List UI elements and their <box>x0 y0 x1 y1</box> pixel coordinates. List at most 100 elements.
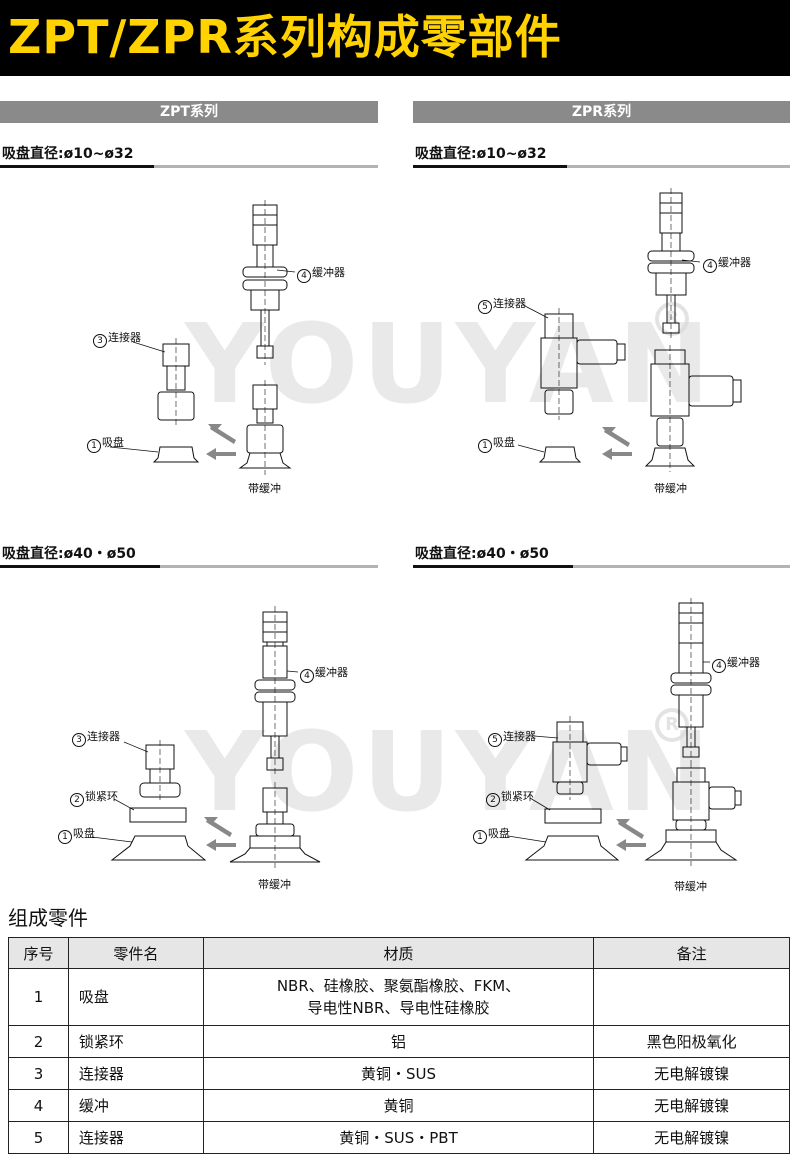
zpt-small-connector <box>157 338 195 425</box>
zpr-large-buffer <box>670 598 712 762</box>
part-number-badge: 4 <box>297 269 311 283</box>
zpt-large-pad <box>110 835 207 861</box>
table-row: 3 连接器 黄铜・SUS 无电解镀镍 <box>8 1057 790 1090</box>
header-number: 序号 <box>8 937 69 969</box>
zpt-large-arrows <box>204 817 236 851</box>
zpt-small-pad <box>152 446 200 463</box>
part-number-badge: 3 <box>93 334 107 348</box>
assembly-drawings <box>91 188 742 868</box>
cell-number: 3 <box>8 1057 69 1090</box>
part-number-badge: 1 <box>87 439 101 453</box>
cell-part-name: 锁紧环 <box>67 1025 204 1058</box>
cell-material: 黄铜・SUS <box>202 1057 595 1090</box>
cell-note: 无电解镀镍 <box>593 1121 790 1154</box>
series-bar-zpt: ZPT系列 <box>0 101 378 123</box>
zpr-small-assembled <box>644 345 742 472</box>
watermark-registered-mark: R <box>655 708 689 742</box>
caption-with-buffer: 带缓冲 <box>258 878 291 891</box>
zpr-small-arrows <box>602 427 632 460</box>
part-number-badge: 5 <box>488 733 502 747</box>
zpr-large-connector <box>552 716 628 800</box>
zpr-large-assembled <box>644 762 742 866</box>
table-row: 4 缓冲 黄铜 无电解镀镍 <box>8 1089 790 1122</box>
cell-number: 2 <box>8 1025 69 1058</box>
cell-material: NBR、硅橡胶、聚氨酯橡胶、FKM、导电性NBR、导电性硅橡胶 <box>202 968 595 1026</box>
zpt-large-buffer <box>254 606 296 776</box>
caption-with-buffer: 带缓冲 <box>654 482 687 495</box>
zpr-large-arrows <box>616 819 646 851</box>
part-number-badge: 5 <box>478 300 492 314</box>
cell-part-name: 连接器 <box>67 1121 204 1154</box>
part-number-badge: 4 <box>712 659 726 673</box>
caption-with-buffer: 带缓冲 <box>248 482 281 495</box>
cell-material: 铝 <box>202 1025 595 1058</box>
table-row: 2 锁紧环 铝 黑色阳极氧化 <box>8 1025 790 1058</box>
part-number-badge: 2 <box>70 793 84 807</box>
subtitle-zpr-large: 吸盘直径:ø40・ø50 <box>415 546 549 562</box>
zpt-small-buffer <box>242 200 288 365</box>
zpr-large-lock-ring <box>544 808 602 824</box>
zpt-large-leaders <box>91 670 299 843</box>
table-header-row: 序号 零件名 材质 备注 <box>8 937 790 969</box>
subtitle-zpr-small: 吸盘直径:ø10~ø32 <box>415 146 547 162</box>
cell-number: 1 <box>8 968 69 1026</box>
zpt-large-lock-ring <box>129 807 187 823</box>
cell-material: 黄铜・SUS・PBT <box>202 1121 595 1154</box>
parts-table: 序号 零件名 材质 备注 1 吸盘 NBR、硅橡胶、聚氨酯橡胶、FKM、导电性N… <box>8 937 790 1154</box>
zpt-large-assembled <box>229 782 321 868</box>
zpr-small-buffer <box>647 188 695 338</box>
header-material: 材质 <box>202 937 595 969</box>
cell-note: 无电解镀镍 <box>593 1057 790 1090</box>
zpr-small-pad <box>538 446 582 463</box>
cell-note: 黑色阳极氧化 <box>593 1025 790 1058</box>
divider <box>0 165 378 168</box>
cell-note <box>593 968 790 1026</box>
part-number-badge: 1 <box>58 830 72 844</box>
cell-number: 4 <box>8 1089 69 1122</box>
cell-number: 5 <box>8 1121 69 1154</box>
header-note: 备注 <box>593 937 790 969</box>
table-row: 5 连接器 黄铜・SUS・PBT 无电解镀镍 <box>8 1121 790 1154</box>
cell-material: 黄铜 <box>202 1089 595 1122</box>
caption-with-buffer: 带缓冲 <box>674 880 707 893</box>
header-banner: ZPT/ZPR系列构成零部件 <box>0 0 790 76</box>
zpr-small-connector <box>540 308 626 420</box>
cell-note: 无电解镀镍 <box>593 1089 790 1122</box>
part-number-badge: 1 <box>473 830 487 844</box>
divider <box>413 565 790 568</box>
divider <box>0 565 378 568</box>
subtitle-zpt-small: 吸盘直径:ø10~ø32 <box>2 146 134 162</box>
parts-section-title: 组成零件 <box>8 906 88 930</box>
part-number-badge: 1 <box>478 439 492 453</box>
cell-part-name: 缓冲 <box>67 1089 204 1122</box>
zpr-large-pad <box>524 835 620 861</box>
zpt-large-connector <box>139 740 181 802</box>
cell-part-name: 连接器 <box>67 1057 204 1090</box>
zpt-small-leaders <box>109 269 296 453</box>
watermark-logo: YOUYAN <box>185 708 714 836</box>
part-number-badge: 2 <box>486 793 500 807</box>
table-row: 1 吸盘 NBR、硅橡胶、聚氨酯橡胶、FKM、导电性NBR、导电性硅橡胶 <box>8 968 790 1026</box>
zpr-large-leaders <box>507 661 710 843</box>
part-number-badge: 3 <box>72 733 86 747</box>
zpt-small-arrows <box>206 424 236 460</box>
header-part-name: 零件名 <box>67 937 204 969</box>
cell-part-name: 吸盘 <box>67 968 204 1026</box>
page-title: ZPT/ZPR系列构成零部件 <box>8 10 562 64</box>
subtitle-zpt-large: 吸盘直径:ø40・ø50 <box>2 546 136 562</box>
series-bar-zpr: ZPR系列 <box>413 101 790 123</box>
zpt-small-assembled <box>238 380 292 475</box>
